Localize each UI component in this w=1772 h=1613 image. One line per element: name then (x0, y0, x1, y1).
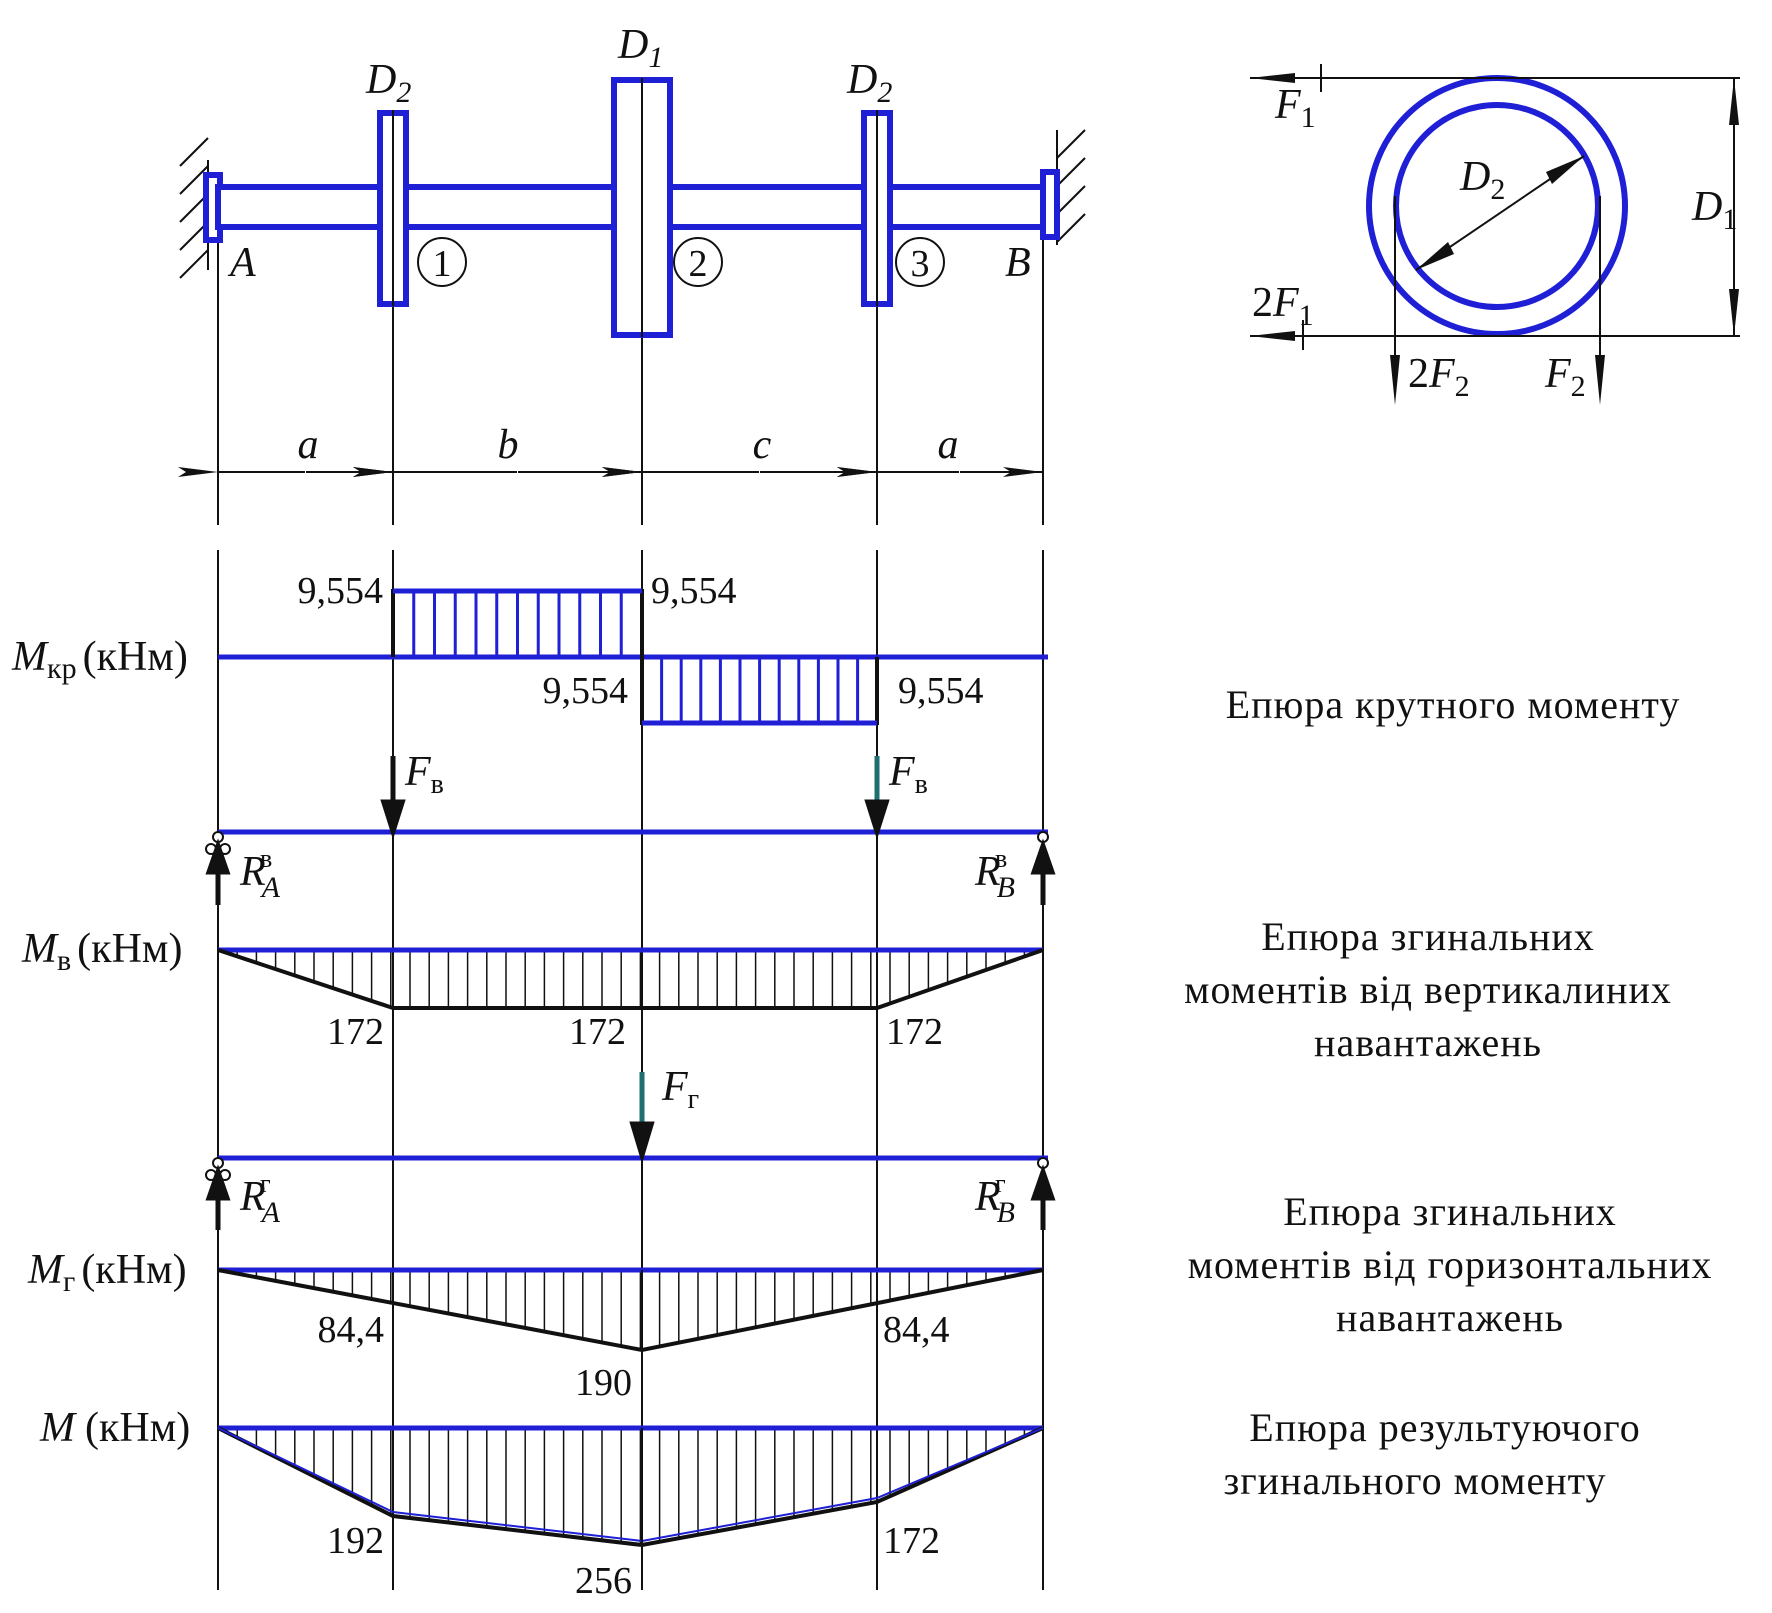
torque-value-1: 9,554 (298, 570, 384, 612)
gear-2-number: 2 (673, 237, 723, 287)
d2-label: D2 (1459, 154, 1505, 206)
horizontal-moment-value-2: 190 (575, 1362, 632, 1404)
vertical-moment-caption-3: навантажень (1314, 1020, 1542, 1065)
reaction-a-vertical: RAв (239, 844, 281, 904)
torque-caption: Епюра крутного моменту (1226, 682, 1681, 727)
svg-text:3: 3 (911, 243, 930, 285)
dim-c: c (753, 422, 772, 468)
d1-label: D1 (1691, 184, 1737, 236)
resultant-moment-axis-label: M(кНм) (39, 1405, 190, 1451)
gear-1-number: 1 (417, 237, 467, 287)
vertical-force-2: Fв (888, 749, 928, 800)
vertical-moment-caption-1: Епюра згинальних (1261, 914, 1595, 959)
vertical-moment-value-1: 172 (327, 1011, 384, 1053)
dim-a-left: a (298, 422, 319, 468)
horizontal-moment-diagram: Mг(кНм) 84,4 190 84,4 Епюра згинальних м… (27, 1189, 1713, 1404)
gear-1-label: D2 (365, 57, 411, 109)
vertical-moment-axis-label: Mв(кНм) (21, 926, 182, 977)
gear-3-label: D2 (846, 57, 892, 109)
vertical-support-a (205, 831, 231, 855)
reaction-b-vertical: RBв (974, 844, 1015, 904)
resultant-moment-value-2: 256 (575, 1560, 632, 1602)
horizontal-load-beam: Fг RAг RBг (205, 1064, 1056, 1230)
torque-axis-label: Mкр(кНм) (11, 634, 188, 685)
resultant-moment-value-1: 192 (327, 1520, 384, 1562)
svg-text:2: 2 (689, 243, 708, 285)
vertical-moment-value-2: 172 (569, 1011, 626, 1053)
torque-value-2: 9,554 (651, 570, 737, 612)
support-b-label: B (1005, 240, 1031, 286)
horizontal-moment-caption-3: навантажень (1336, 1295, 1564, 1340)
horizontal-moment-value-3: 84,4 (883, 1309, 950, 1351)
horizontal-moment-axis-label: Mг(кНм) (27, 1247, 187, 1298)
vertical-load-beam: Fв Fв RAв RBв (205, 749, 1056, 905)
vertical-moment-value-3: 172 (886, 1011, 943, 1053)
vertical-moment-caption-2: моментів від вертикалиних (1184, 967, 1672, 1012)
reaction-a-horizontal: RAг (239, 1169, 281, 1229)
2f2-label: 2F2 (1408, 351, 1470, 403)
torque-value-4: 9,554 (898, 670, 984, 712)
horizontal-force: Fг (661, 1064, 699, 1115)
horizontal-moment-value-1: 84,4 (318, 1309, 385, 1351)
svg-text:1: 1 (433, 243, 452, 285)
shaft: A B D2 D1 D2 1 2 3 (179, 22, 1086, 338)
torque-diagram: 9,554 9,554 9,554 9,554 Mкр(кНм) Епюра к… (11, 570, 1681, 727)
horizontal-moment-caption-1: Епюра згинальних (1283, 1189, 1617, 1234)
gear-force-view: F1 2F1 2F2 F2 D1 D2 (1250, 64, 1740, 405)
resultant-moment-diagram: M(кНм) 192 256 172 Епюра результуючого з… (39, 1405, 1640, 1602)
resultant-moment-caption-2: згинального моменту (1223, 1458, 1606, 1503)
right-wall (1056, 129, 1086, 245)
torque-value-3: 9,554 (543, 670, 629, 712)
vertical-force-1: Fв (404, 749, 444, 800)
vertical-moment-diagram: Mв(кНм) 172 172 172 Епюра згинальних мом… (21, 914, 1672, 1065)
f1-label: F1 (1274, 82, 1316, 134)
dim-a-right: a (938, 422, 959, 468)
dim-b: b (498, 422, 519, 468)
2f1-label: 2F1 (1252, 280, 1314, 332)
horizontal-moment-caption-2: моментів від горизонтальних (1188, 1242, 1713, 1287)
support-a-label: A (227, 240, 256, 286)
resultant-moment-value-3: 172 (883, 1520, 940, 1562)
resultant-moment-caption-1: Епюра результуючого (1249, 1405, 1640, 1450)
horizontal-moment-hatch (236, 1270, 1026, 1350)
reaction-b-horizontal: RBг (974, 1169, 1015, 1229)
gear-3-number: 3 (895, 237, 945, 287)
gear-2-label: D1 (617, 22, 663, 74)
f2-label: F2 (1544, 351, 1586, 403)
